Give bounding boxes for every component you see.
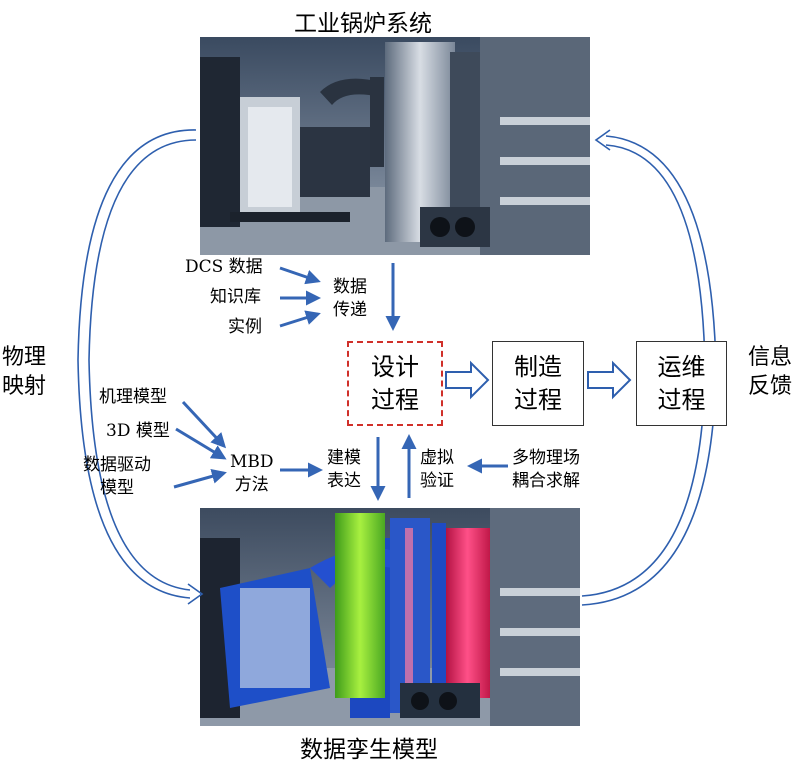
manufacturing-process-line-2: 过程 (514, 385, 562, 414)
mbd-method-label: MBD 方法 (230, 451, 274, 497)
dcs-data-label: DCS 数据 (185, 257, 263, 277)
virtual-verification-label: 虚拟 验证 (420, 447, 454, 493)
modeling-expression-label: 建模 表达 (327, 447, 361, 493)
data-driven-model-label: 数据驱动 模型 (83, 454, 151, 500)
input-arrows-top (279, 263, 401, 331)
input-arrows-mbd (173, 400, 508, 501)
data-driven-line-2: 模型 (100, 478, 134, 498)
design-process-line-2: 过程 (371, 385, 419, 414)
knowledge-base-label: 知识库 (210, 287, 261, 307)
multiphysics-coupling-label: 多物理场 耦合求解 (512, 447, 580, 493)
digital-twin-photo (200, 508, 580, 726)
design-process-box: 设计 过程 (347, 341, 443, 426)
boiler-photo (200, 37, 590, 255)
example-label: 实例 (228, 317, 262, 337)
mbd-method-line-2: 方法 (234, 475, 269, 495)
virtual-verification-line-2: 验证 (420, 471, 454, 491)
operation-process-box: 运维 过程 (636, 341, 727, 426)
multiphysics-line-1: 多物理场 (512, 448, 580, 468)
mechanism-model-label: 机理模型 (99, 387, 167, 407)
physical-mapping-line-1: 物理 (2, 345, 47, 370)
info-feedback-label: 信息 反馈 (748, 343, 792, 401)
boiler-system-title: 工业锅炉系统 (294, 11, 432, 37)
3d-model-label: 3D 模型 (106, 421, 170, 441)
mbd-method-line-1: MBD (230, 452, 274, 472)
data-transfer-label: 数据 传递 (333, 276, 367, 322)
physical-mapping-label: 物理 映射 (2, 343, 46, 401)
manufacturing-process-box: 制造 过程 (492, 341, 584, 426)
design-process-line-1: 设计 (371, 352, 419, 381)
info-feedback-line-1: 信息 (748, 345, 793, 370)
multiphysics-line-2: 耦合求解 (512, 471, 580, 491)
info-feedback-line-2: 反馈 (748, 374, 793, 399)
operation-process-line-1: 运维 (657, 352, 706, 381)
physical-mapping-line-2: 映射 (2, 374, 47, 399)
digital-twin-title: 数据孪生模型 (300, 737, 438, 763)
data-transfer-line-1: 数据 (333, 277, 367, 297)
physical-mapping-loop-arrow (77, 129, 204, 605)
manufacturing-process-line-1: 制造 (514, 352, 562, 381)
design-to-manufacturing-arrow (445, 360, 490, 400)
manufacturing-to-operation-arrow (587, 360, 632, 400)
data-transfer-line-2: 传递 (333, 300, 367, 320)
data-driven-line-1: 数据驱动 (83, 455, 151, 475)
modeling-expression-line-2: 表达 (327, 471, 361, 491)
virtual-verification-line-1: 虚拟 (420, 448, 454, 468)
modeling-expression-line-1: 建模 (327, 448, 361, 468)
operation-process-line-2: 过程 (657, 385, 706, 414)
